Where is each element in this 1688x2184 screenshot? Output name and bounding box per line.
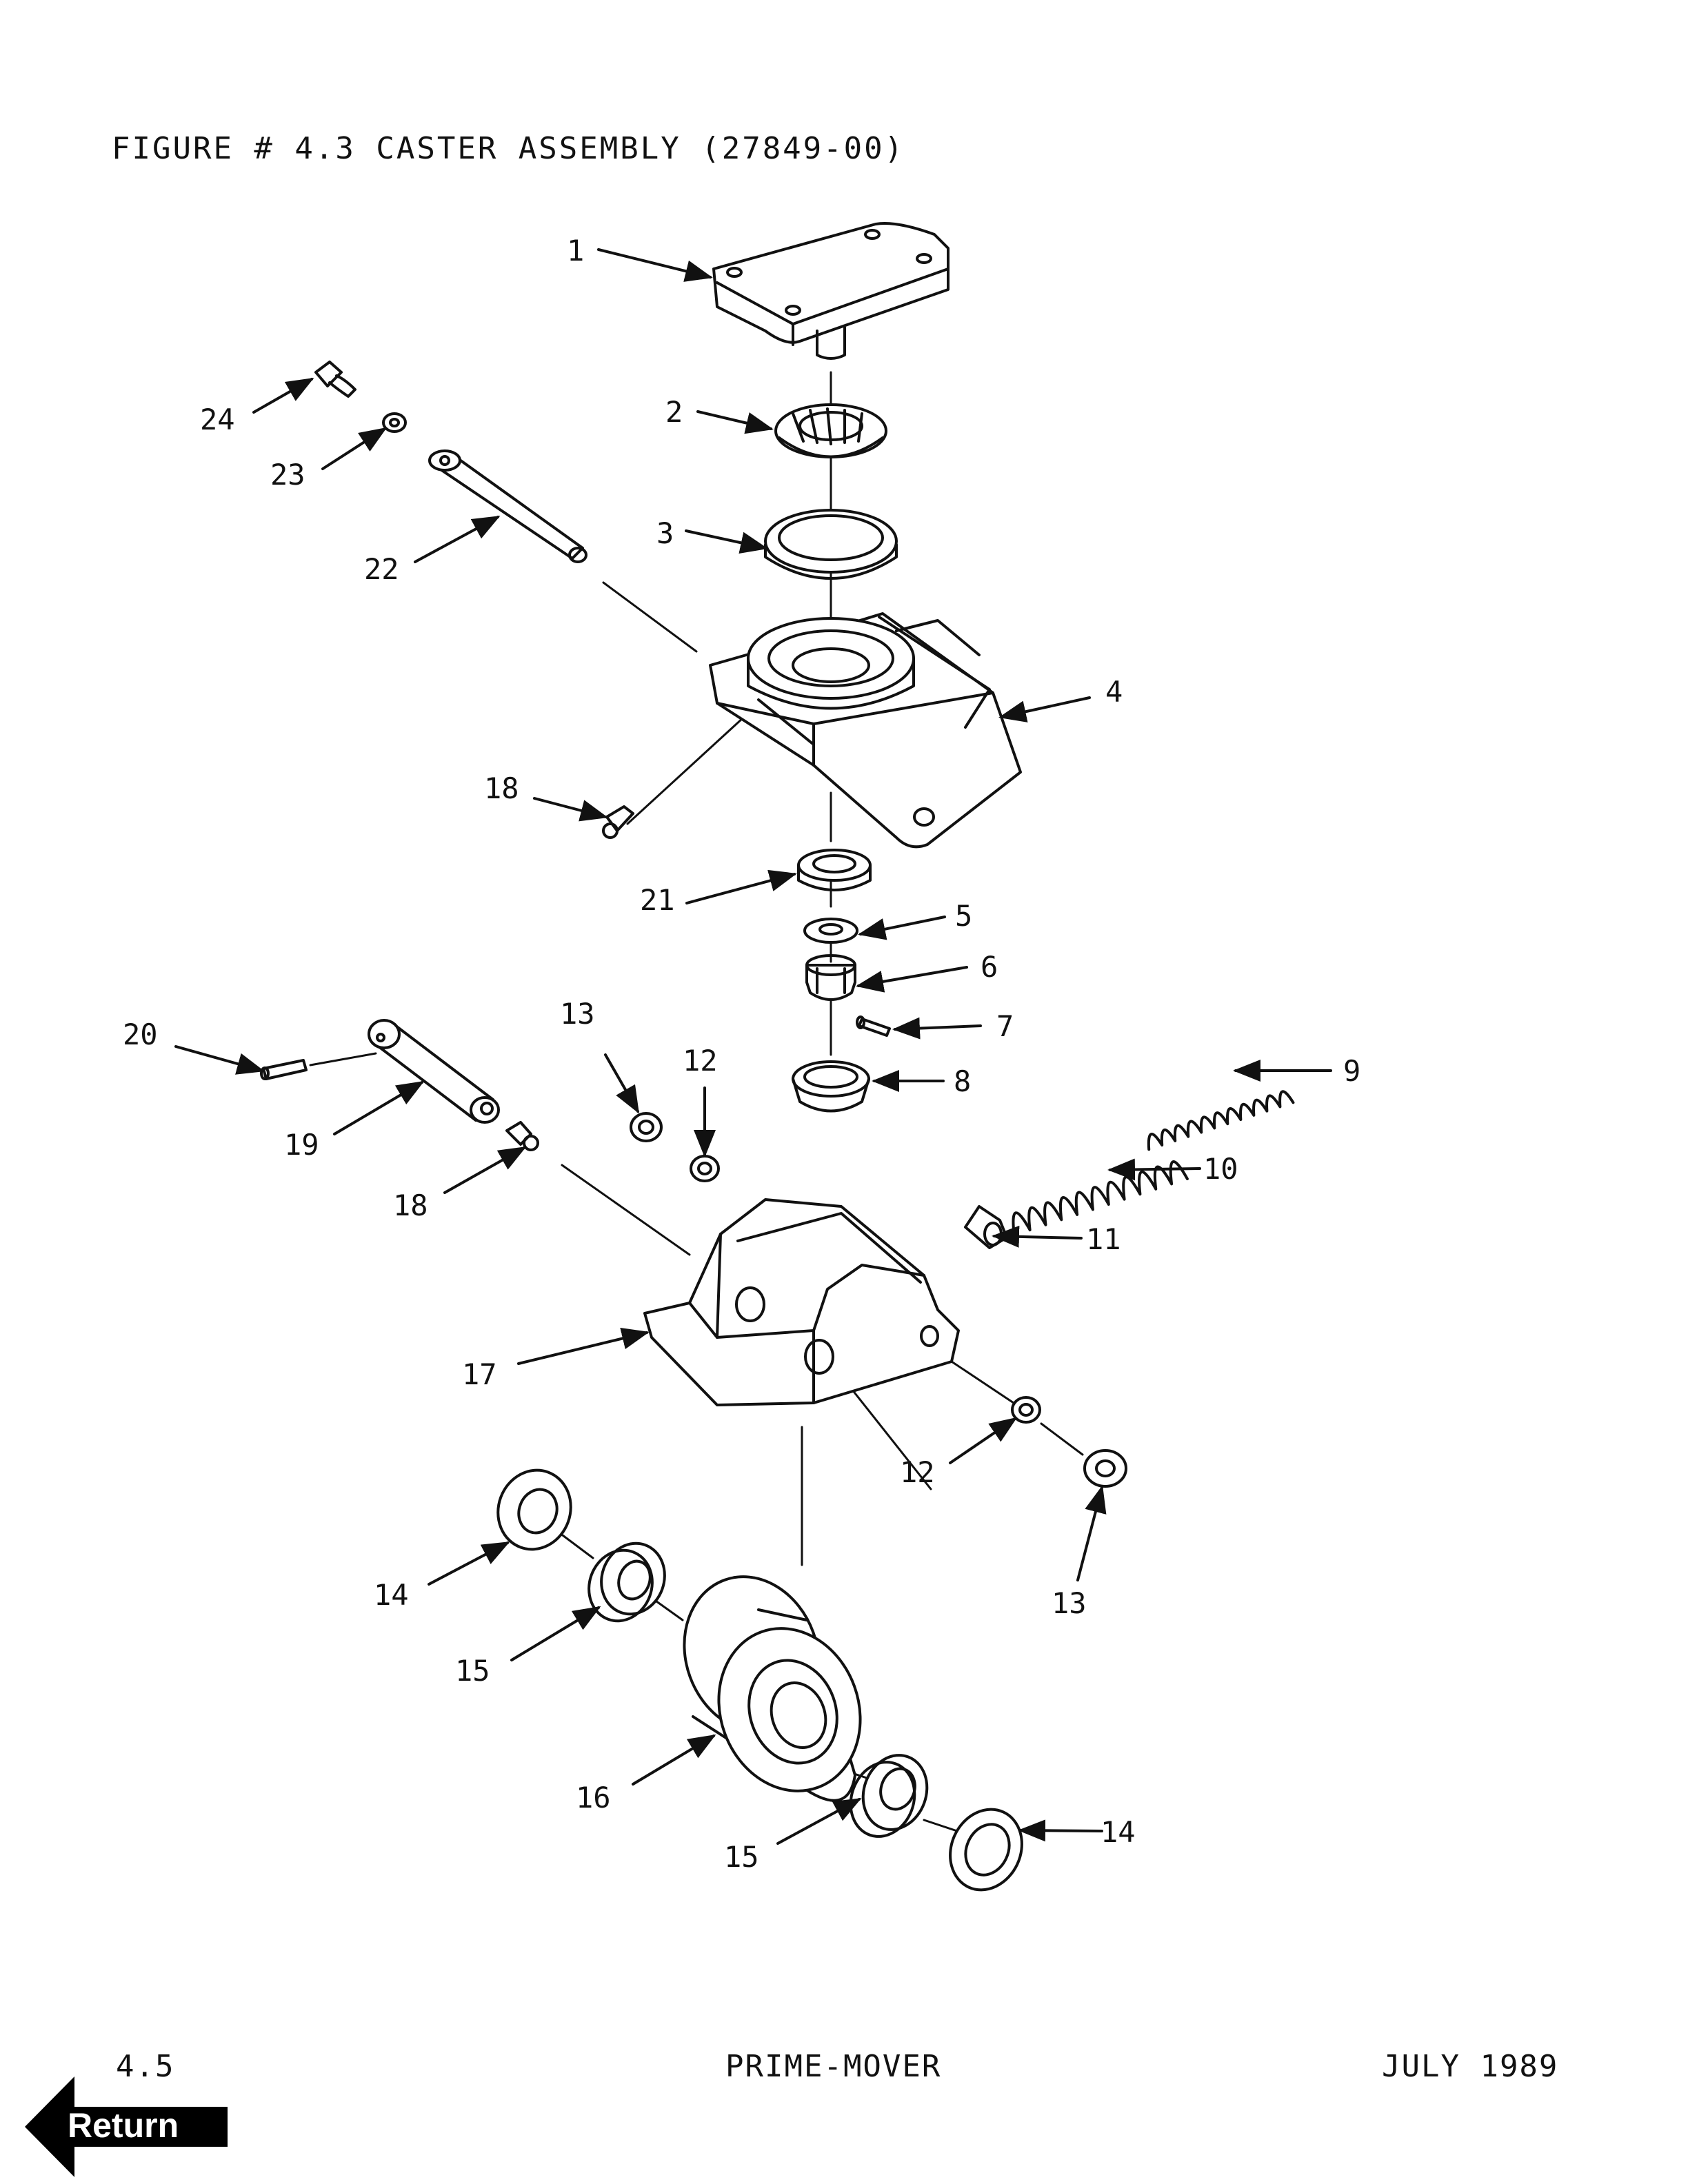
callout-16: 16 <box>576 1781 611 1814</box>
callout-4: 4 <box>1105 675 1123 709</box>
callout-21: 21 <box>640 883 675 917</box>
part-23-washer <box>382 412 407 433</box>
part-12-bushing-upper <box>690 1155 720 1182</box>
callout-9: 9 <box>1343 1054 1360 1088</box>
callout-5: 5 <box>955 899 972 933</box>
part-18-grease-fitting-lower <box>505 1121 539 1151</box>
product-name: PRIME-MOVER <box>725 2049 942 2084</box>
part-8-dust-cap <box>792 1060 870 1113</box>
callout-12-upper: 12 <box>683 1044 718 1078</box>
part-20-roll-pin <box>260 1059 308 1080</box>
part-15-bearing-right <box>849 1754 929 1838</box>
callout-17: 17 <box>462 1357 497 1391</box>
callout-13-upper: 13 <box>560 997 595 1031</box>
callout-8: 8 <box>954 1064 971 1098</box>
left-arrow-icon <box>25 2076 228 2177</box>
part-19-axle-pin <box>368 1019 500 1124</box>
callout-leaders <box>174 248 1332 1845</box>
part-16-caster-wheel <box>683 1575 862 1802</box>
callout-20: 20 <box>123 1018 158 1051</box>
part-7-cotter-pin <box>856 1015 891 1037</box>
return-button[interactable]: Return <box>25 2075 232 2178</box>
revision-date: JULY 1989 <box>1382 2049 1559 2084</box>
callout-10: 10 <box>1203 1152 1238 1186</box>
callout-numbers: 1 2 3 4 18 21 5 6 7 8 9 10 11 13 12 20 1… <box>123 234 1360 1874</box>
callout-19: 19 <box>284 1128 319 1162</box>
callout-14-left: 14 <box>374 1578 409 1612</box>
part-4-swivel-housing <box>709 612 1022 849</box>
return-button-label: Return <box>68 2106 179 2145</box>
page-number: 4.5 <box>116 2049 175 2084</box>
callout-15-right: 15 <box>724 1840 759 1874</box>
callout-18-upper: 18 <box>484 771 519 805</box>
callout-18-lower: 18 <box>393 1189 428 1222</box>
callout-22: 22 <box>364 552 399 586</box>
part-6-castle-nut <box>805 954 856 1001</box>
part-1-top-plate <box>712 222 950 360</box>
callout-3: 3 <box>656 516 674 550</box>
part-14-washer-right <box>949 1808 1023 1892</box>
part-13-spacer-upper <box>630 1112 663 1142</box>
part-14-washer-left <box>496 1468 572 1551</box>
callout-24: 24 <box>200 403 235 436</box>
part-22-pivot-pin <box>428 449 587 563</box>
part-9-small-spring <box>1147 1090 1295 1151</box>
part-10-large-spring <box>1012 1160 1189 1237</box>
part-24-bolt <box>314 361 356 398</box>
callout-2: 2 <box>665 395 683 429</box>
callout-12-lower: 12 <box>900 1455 935 1489</box>
callout-11: 11 <box>1086 1222 1121 1256</box>
figure-title: FIGURE # 4.3 CASTER ASSEMBLY (27849-00) <box>112 131 905 166</box>
part-3-seal-ring <box>764 509 898 580</box>
part-5-washer <box>803 918 858 944</box>
part-2-thrust-bearing <box>774 403 887 458</box>
part-12-bushing-lower <box>1011 1396 1041 1424</box>
callout-15-left: 15 <box>455 1654 490 1688</box>
callout-7: 7 <box>996 1009 1014 1043</box>
part-15-bearing-left <box>587 1541 666 1623</box>
part-17-fork-yoke <box>643 1198 960 1406</box>
callout-23: 23 <box>270 458 305 492</box>
callout-14-right: 14 <box>1101 1815 1136 1849</box>
callout-13-lower: 13 <box>1052 1586 1087 1620</box>
callout-1: 1 <box>567 234 584 267</box>
part-13-spacer-lower <box>1083 1449 1127 1488</box>
part-18-grease-fitting-upper <box>602 805 634 839</box>
callout-6: 6 <box>981 950 998 984</box>
part-21-bearing <box>797 849 872 891</box>
part-11-spring-guide <box>964 1205 1008 1249</box>
